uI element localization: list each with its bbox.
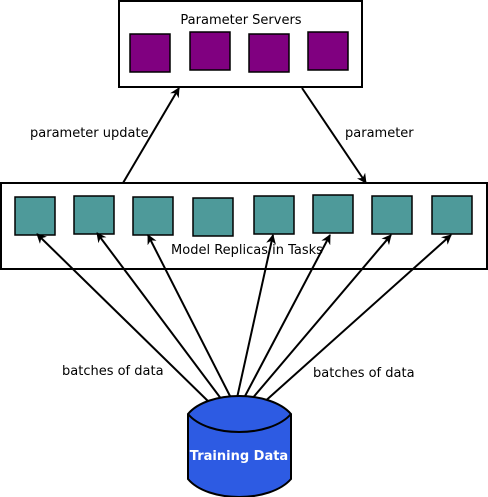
data-batch-arrow (96, 232, 223, 401)
batches-label-left: batches of data (62, 364, 164, 379)
parameter-server-node (248, 33, 290, 73)
model-replica-node (253, 195, 295, 235)
model-replica-node (312, 194, 354, 234)
data-batch-arrow (236, 234, 276, 399)
parameter-label: parameter (345, 126, 414, 141)
model-replica-node (14, 196, 56, 236)
parameter-server-nodes (129, 31, 349, 73)
data-batch-arrow (147, 234, 232, 399)
model-replica-node (73, 195, 115, 235)
parameter-update-arrow (122, 87, 180, 184)
parameter-update-label: parameter update (30, 126, 149, 141)
parameter-server-node (129, 33, 171, 73)
parameter-arrow (301, 87, 367, 184)
model-replicas-title: Model Replicas in Tasks (171, 243, 323, 258)
training-data-label: Training Data (190, 449, 288, 464)
model-replica-node (431, 195, 473, 235)
training-data-cylinder-rim (187, 413, 292, 433)
model-replica-node (132, 196, 174, 236)
data-batch-arrow (261, 234, 452, 405)
training-data-cylinder-body (187, 395, 292, 497)
batches-label-right: batches of data (313, 366, 415, 381)
data-batch-arrow (250, 234, 392, 401)
model-replica-node (371, 195, 413, 235)
model-replica-node (192, 197, 234, 237)
training-data-cylinder: Training Data (187, 395, 292, 497)
parameter-server-node (189, 31, 231, 71)
data-batch-arrow (243, 234, 331, 399)
data-batch-arrow (36, 233, 213, 406)
parameter-servers-title: Parameter Servers (180, 13, 301, 28)
parameter-server-node (307, 31, 349, 71)
data-batch-arrows (36, 232, 452, 406)
